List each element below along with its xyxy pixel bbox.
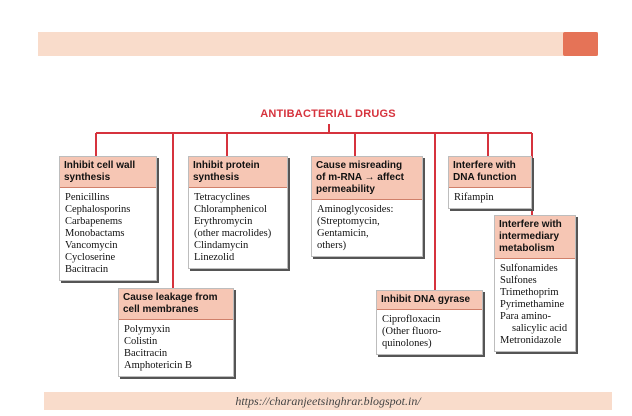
drug-item: Clindamycin xyxy=(194,240,249,251)
drug-item: quinolones) xyxy=(382,338,432,349)
top-band xyxy=(38,32,598,56)
drug-item: Vancomycin xyxy=(65,240,118,251)
drug-item: Colistin xyxy=(124,336,158,347)
drug-item: Cycloserine xyxy=(65,252,116,263)
group-items: Rifampin xyxy=(449,188,531,208)
footer-url[interactable]: https://charanjeetsinghrar.blogspot.in/ xyxy=(235,394,421,408)
group-header: Inhibit protein synthesis xyxy=(189,157,287,188)
group-intermediary-metabolism: Interfere with intermediary metabolism S… xyxy=(494,215,576,352)
drug-item: others) xyxy=(317,240,347,251)
accent-tab xyxy=(563,32,598,56)
drug-item: (other macrolides) xyxy=(194,228,272,239)
drug-item: Carbapenems xyxy=(65,216,123,227)
drug-item: Bacitracin xyxy=(124,348,168,359)
drug-item: Chloramphenicol xyxy=(194,204,267,215)
drug-item: Bacitracin xyxy=(65,264,109,275)
group-items: Penicillins Cephalosporins Carbapenems M… xyxy=(60,188,156,280)
drug-item: Ciprofloxacin xyxy=(382,314,441,325)
group-cell-wall: Inhibit cell wall synthesis Penicillins … xyxy=(59,156,157,281)
drug-item: (Other fluoro- xyxy=(382,326,442,337)
drug-item: (Streptomycin, xyxy=(317,216,380,227)
drug-item: Linezolid xyxy=(194,252,235,263)
drug-item: Tetracyclines xyxy=(194,192,250,203)
group-items: Aminoglycosides: (Streptomycin, Gentamic… xyxy=(312,200,422,256)
group-items: Sulfonamides Sulfones Trimethoprim Pyrim… xyxy=(495,259,575,351)
group-header: Inhibit cell wall synthesis xyxy=(60,157,156,188)
group-dna-function: Interfere with DNA function Rifampin xyxy=(448,156,532,209)
drug-item: Cephalosporins xyxy=(65,204,131,215)
drug-item: Monobactams xyxy=(65,228,125,239)
footer-band: https://charanjeetsinghrar.blogspot.in/ xyxy=(44,392,612,410)
drug-item: Amphotericin B xyxy=(124,360,192,371)
group-header: Cause misreading of m-RNA → affect perme… xyxy=(312,157,422,200)
drug-item: Rifampin xyxy=(454,192,494,203)
drug-item: Penicillins xyxy=(65,192,110,203)
diagram-title: ANTIBACTERIAL DRUGS xyxy=(260,108,396,120)
group-items: Ciprofloxacin (Other fluoro- quinolones) xyxy=(377,310,482,354)
drug-item: Gentamicin, xyxy=(317,228,369,239)
drug-item: Trimethoprim xyxy=(500,287,559,298)
group-header: Interfere with intermediary metabolism xyxy=(495,216,575,259)
drug-item: Sulfones xyxy=(500,275,537,286)
group-header: Cause leakage from cell membranes xyxy=(119,289,233,320)
drug-item: Polymyxin xyxy=(124,324,171,335)
drug-item: Pyrimethamine xyxy=(500,299,565,310)
group-items: Tetracyclines Chloramphenicol Erythromyc… xyxy=(189,188,287,268)
group-items: Polymyxin Colistin Bacitracin Amphoteric… xyxy=(119,320,233,376)
group-dna-gyrase: Inhibit DNA gyrase Ciprofloxacin (Other … xyxy=(376,290,483,355)
group-header: Inhibit DNA gyrase xyxy=(377,291,482,310)
group-protein-synthesis: Inhibit protein synthesis Tetracyclines … xyxy=(188,156,288,269)
drug-item: Sulfonamides xyxy=(500,263,558,274)
drug-item: Para amino- xyxy=(500,311,552,322)
group-mrna-misreading: Cause misreading of m-RNA → affect perme… xyxy=(311,156,423,257)
group-cell-membranes: Cause leakage from cell membranes Polymy… xyxy=(118,288,234,377)
drug-item: Metronidazole xyxy=(500,335,562,346)
drug-item: salicylic acid xyxy=(512,323,568,334)
drug-item: Erythromycin xyxy=(194,216,253,227)
drug-item: Aminoglycosides: xyxy=(317,204,394,215)
group-header: Interfere with DNA function xyxy=(449,157,531,188)
